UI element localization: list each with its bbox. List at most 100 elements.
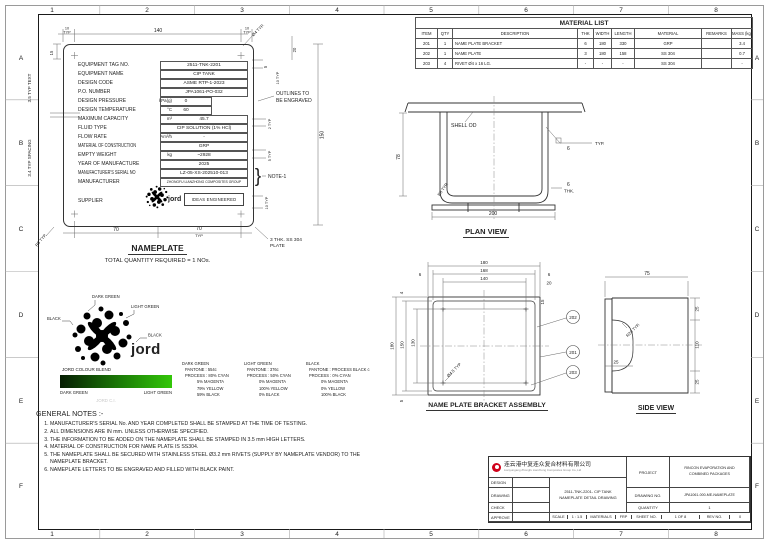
field-label: DESIGN PRESSURE bbox=[78, 98, 127, 104]
spec-process: PROCESS : 50% CYAN bbox=[247, 373, 291, 379]
cell: 1 bbox=[437, 38, 453, 49]
field-value: ASME RTP-1-2023 bbox=[160, 79, 248, 88]
field-value: CIP TANK bbox=[160, 70, 248, 79]
drawing-label: DRAWING bbox=[489, 488, 513, 503]
field-unit: kg bbox=[167, 152, 172, 158]
field-value: 45.7 bbox=[160, 115, 248, 124]
field-value: CIP SOLUTION (1% HCl) bbox=[160, 124, 248, 133]
col-width: WIDTH bbox=[593, 28, 612, 39]
plan-view-title: PLAN VIEW bbox=[463, 227, 509, 238]
cell: - bbox=[611, 58, 635, 69]
jord-wordmark-small: jord bbox=[168, 196, 182, 203]
rev-value: 0 bbox=[738, 515, 742, 519]
side-view-title: SIDE VIEW bbox=[635, 405, 677, 414]
spec-name: BLACK bbox=[306, 361, 320, 366]
col-material: MATERIAL bbox=[634, 28, 702, 39]
field-label: P.O. NUMBER bbox=[78, 89, 111, 95]
quantity-label: QUANTITY bbox=[627, 503, 670, 513]
nameplate-field-row: FLUID TYPE CIP SOLUTION (1% HCl) bbox=[78, 124, 248, 133]
spec-process: 0% BLACK bbox=[259, 391, 280, 397]
blend-light-label: LIGHT GREEN bbox=[143, 390, 172, 395]
field-label: MAXIMUM CAPACITY bbox=[78, 116, 129, 122]
supplier-label: SUPPLIER bbox=[78, 198, 103, 204]
nameplate-field-row: YEAR OF MANUFACTURE 2025 bbox=[78, 160, 248, 169]
jord-colour-blend-bar bbox=[60, 375, 172, 388]
materials-label: MATERIALS bbox=[587, 515, 616, 519]
color-spec-black: BLACK PANTONE : PROCESS BLACK c PROCESS … bbox=[306, 361, 370, 398]
field-value: 60 bbox=[160, 106, 212, 115]
company-logo-icon bbox=[492, 462, 501, 472]
cell: GRP bbox=[634, 38, 702, 49]
rev-label: REV NO. bbox=[700, 515, 730, 519]
note-item: MANUFACTURER'S SERIAL No. AND YEAR COMPL… bbox=[50, 421, 366, 428]
cell: 180 bbox=[593, 38, 612, 49]
spec-name: DARK GREEN bbox=[182, 361, 210, 366]
check-label: CHECK bbox=[489, 503, 513, 513]
field-label: MANUFACTURER'S SERIAL NO bbox=[78, 170, 136, 176]
cell: SS 304 bbox=[634, 48, 702, 59]
field-unit: kPa(g) bbox=[159, 98, 172, 104]
quantity-value: 1 bbox=[670, 503, 750, 513]
spec-process: 100% BLACK bbox=[321, 391, 347, 397]
sheet-value: 1 OF 8 bbox=[662, 515, 700, 519]
spec-name: LIGHT GREEN bbox=[244, 361, 272, 366]
approve-label: APPROVE bbox=[489, 513, 513, 522]
general-notes: GENERAL NOTES :- MANUFACTURER'S SERIAL N… bbox=[36, 409, 366, 474]
cell: RIVET Ø4 x 16 LG. bbox=[452, 58, 578, 69]
note-item: NAMEPLATE LETTERS TO BE ENGRAVED AND FIL… bbox=[50, 467, 366, 474]
field-value: 2025 bbox=[160, 160, 248, 169]
drawing-no-value: JPA1061-000-ME-NAMEPLATE bbox=[670, 488, 750, 503]
note-item: THE INFORMATION TO BE ADDED ON THE NAMEP… bbox=[50, 437, 366, 444]
materials-value: FRP bbox=[616, 515, 632, 519]
cell: 6 bbox=[577, 38, 594, 49]
spec-process: 0% MAGENTA bbox=[259, 379, 286, 385]
nameplate-field-row: MANUFACTURER'S SERIAL NO LZ-05-XS-202510-… bbox=[78, 169, 248, 178]
field-label: FLOW RATE bbox=[78, 134, 107, 140]
nameplate-outline: EQUIPMENT TAG NO. 2511-TNK-2201 EQUIPMENT… bbox=[63, 44, 254, 227]
nameplate-field-row: EQUIPMENT TAG NO. 2511-TNK-2201 bbox=[78, 61, 248, 70]
cell: NAME PLATE BRACKET bbox=[452, 38, 578, 49]
drawing-title-cell: 2511-TNK-2201- CIP TANK NAMEPLATE DETAIL… bbox=[550, 478, 627, 513]
project-value-cell: RINCON EVAPORATION AND COMBINED PACKAGES bbox=[670, 457, 750, 488]
field-value: 0 bbox=[160, 97, 212, 106]
bracket-assembly-title: NAME PLATE BRACKET ASSEMBLY bbox=[426, 402, 548, 411]
cell: 3.4 bbox=[730, 38, 754, 49]
nameplate-view-title: NAMEPLATE bbox=[63, 243, 252, 255]
field-label: EQUIPMENT TAG NO. bbox=[78, 62, 130, 68]
cell: 158 bbox=[611, 48, 635, 59]
general-notes-heading: GENERAL NOTES :- bbox=[36, 409, 104, 418]
spec-pantone: PANTONE : PROCESS BLACK c bbox=[309, 367, 370, 373]
drawing-title-line1: 2511-TNK-2201- CIP TANK bbox=[564, 489, 612, 495]
field-label: DESIGN TEMPERATURE bbox=[78, 107, 136, 113]
jord-logo-small-icon bbox=[145, 185, 169, 209]
field-value: GRP bbox=[160, 142, 248, 151]
field-unit: °C bbox=[167, 107, 172, 113]
field-value: LZ-05-XS-202510-013 bbox=[160, 169, 248, 178]
field-unit: Am³/h bbox=[160, 134, 172, 140]
company-name-en: Lianyungang Zhongfu Lianzhong Composites… bbox=[504, 467, 582, 472]
field-label: DESIGN CODE bbox=[78, 80, 114, 86]
material-list: MATERIAL LIST ITEM QTY DESCRIPTION THK W… bbox=[414, 17, 754, 69]
field-value: - bbox=[160, 133, 248, 142]
spec-process: 59% BLACK bbox=[197, 391, 220, 397]
spec-process: 5% MAGENTA bbox=[197, 379, 224, 385]
general-notes-list: MANUFACTURER'S SERIAL No. AND YEAR COMPL… bbox=[50, 421, 366, 473]
drawing-frame bbox=[38, 14, 752, 530]
cell: 4 bbox=[437, 58, 453, 69]
cell: NAME PLATE bbox=[452, 48, 578, 59]
field-value: 2511-TNK-2201 bbox=[160, 61, 248, 70]
field-label: FLUID TYPE bbox=[78, 125, 107, 131]
approve-signature bbox=[513, 513, 550, 522]
field-label: YEAR OF MANUFACTURE bbox=[78, 161, 140, 167]
spec-pantone: PANTONE : 376c bbox=[247, 367, 279, 373]
jord-wordmark: jord bbox=[131, 341, 161, 358]
project-label-cell: PROJECT bbox=[627, 457, 670, 488]
cell bbox=[701, 48, 732, 59]
scale-value: 1 : 1.5 bbox=[568, 515, 587, 519]
field-label: MANUFACTURER bbox=[78, 179, 120, 185]
